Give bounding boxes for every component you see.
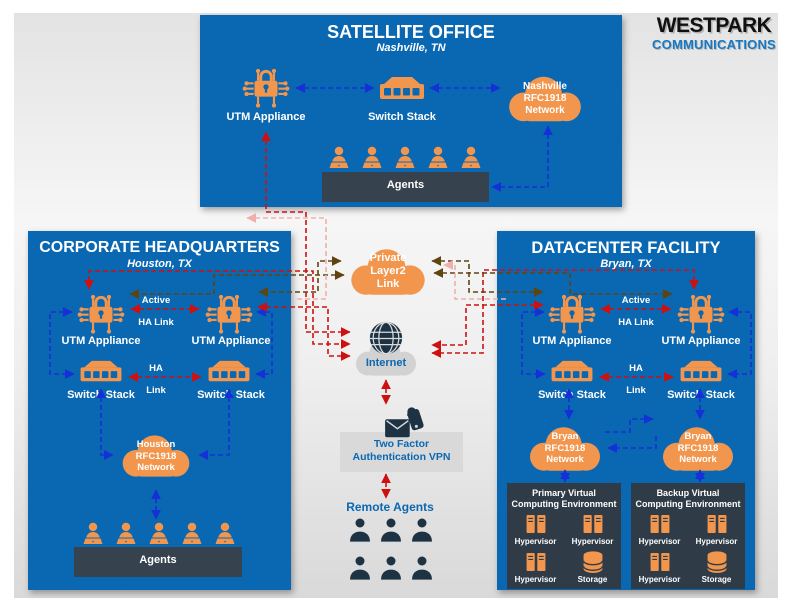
agent-icon xyxy=(390,144,420,172)
agents-desk: Agents xyxy=(74,547,242,577)
remote-agent-icon xyxy=(378,555,404,580)
backup-vce-box: Backup Virtual Computing Environment Hyp… xyxy=(631,483,745,589)
agent-icon xyxy=(357,144,387,172)
ha-link-label: Link xyxy=(626,385,646,396)
satellite-subtitle: Nashville, TN xyxy=(376,42,446,54)
utm-appliance-icon xyxy=(203,289,255,335)
vce-item: Hypervisor xyxy=(507,550,564,588)
remote-agent-icon xyxy=(347,555,373,580)
remote-agent-icon xyxy=(409,555,435,580)
switch-stack-label: Switch Stack xyxy=(368,111,436,123)
ha-link-label: Link xyxy=(146,385,166,396)
satellite-title: SATELLITE OFFICE xyxy=(327,22,495,42)
agents-row xyxy=(78,520,240,548)
two-factor-label: Authentication VPN xyxy=(352,451,451,463)
switch-stack-icon xyxy=(77,359,125,385)
hypervisor-icon xyxy=(704,512,730,536)
utm-appliance-label: UTM Appliance xyxy=(61,335,141,347)
brand-tagline: COMMUNICATIONS xyxy=(652,37,776,52)
storage-icon xyxy=(580,550,606,574)
vce-item: Hypervisor xyxy=(564,512,621,550)
globe-icon xyxy=(367,319,405,357)
backup-vce-title: Backup Virtual Computing Environment xyxy=(635,488,741,509)
agents-label: Agents xyxy=(139,554,177,566)
agents-label: Agents xyxy=(386,179,425,191)
corporate-hq-panel: CORPORATE HEADQUARTERS Houston, TX UTM A… xyxy=(28,231,291,590)
datacenter-panel: DATACENTER FACILITY Bryan, TX UTM Applia… xyxy=(497,231,755,590)
switch-stack-icon xyxy=(677,359,725,385)
dc-subtitle: Bryan, TX xyxy=(600,258,652,270)
hypervisor-icon xyxy=(647,550,673,574)
houston-network-cloud-label: Houston RFC1918 Network xyxy=(135,439,177,473)
agent-icon xyxy=(210,520,240,548)
nashville-network-cloud-label: Nashville RFC1918 Network xyxy=(523,81,567,116)
agent-icon xyxy=(144,520,174,548)
ha-link-label: HA xyxy=(629,363,643,374)
internet-label: Internet xyxy=(365,357,407,369)
utm-appliance-icon xyxy=(675,289,727,335)
agent-icon xyxy=(456,144,486,172)
hypervisor-icon xyxy=(523,512,549,536)
switch-stack-icon xyxy=(378,75,426,103)
two-factor-label: Two Factor xyxy=(373,438,430,450)
agent-icon xyxy=(78,520,108,548)
agent-icon xyxy=(324,144,354,172)
hypervisor-icon xyxy=(523,550,549,574)
active-ha-link-label: HA Link xyxy=(618,317,654,328)
switch-stack-label: Switch Stack xyxy=(197,389,265,401)
utm-appliance-icon xyxy=(75,289,127,335)
utm-appliance-label: UTM Appliance xyxy=(226,111,306,123)
vce-item: Storage xyxy=(564,550,621,588)
bryan-network-cloud-label: Bryan RFC1918 Network xyxy=(677,431,719,465)
remote-agents-row xyxy=(347,555,435,580)
two-factor-auth-icon xyxy=(383,406,427,442)
active-ha-link-label: Active xyxy=(621,295,651,306)
hq-title: CORPORATE HEADQUARTERS xyxy=(39,239,280,256)
agent-icon xyxy=(111,520,141,548)
utm-appliance-label: UTM Appliance xyxy=(661,335,741,347)
dc-title: DATACENTER FACILITY xyxy=(531,239,721,257)
primary-vce-grid: Hypervisor Hypervisor Hypervisor Storage xyxy=(507,512,621,588)
agent-icon xyxy=(177,520,207,548)
vce-item: Hypervisor xyxy=(631,550,688,588)
remote-agents-label: Remote Agents xyxy=(346,500,434,514)
two-factor-vpn-box: Two Factor Authentication VPN xyxy=(340,432,463,472)
ha-link-label: HA xyxy=(149,363,163,374)
switch-stack-icon xyxy=(205,359,253,385)
utm-appliance-icon xyxy=(546,289,598,335)
agent-icon xyxy=(423,144,453,172)
utm-appliance-label: UTM Appliance xyxy=(191,335,271,347)
vce-item: Hypervisor xyxy=(507,512,564,550)
storage-icon xyxy=(704,550,730,574)
utm-appliance-label: UTM Appliance xyxy=(532,335,612,347)
vce-item: Hypervisor xyxy=(688,512,745,550)
utm-appliance-icon xyxy=(240,63,292,109)
brand-name: WESTPARK xyxy=(656,14,772,37)
brand-logo: WESTPARK COMMUNICATIONS xyxy=(648,14,780,52)
active-ha-link-label: Active xyxy=(141,295,171,306)
remote-agent-icon xyxy=(378,517,404,542)
backup-vce-grid: Hypervisor Hypervisor Hypervisor Storage xyxy=(631,512,745,588)
switch-stack-icon xyxy=(548,359,596,385)
active-ha-link-label: HA Link xyxy=(138,317,174,328)
remote-agent-icon xyxy=(409,517,435,542)
primary-vce-title: Primary Virtual Computing Environment xyxy=(511,488,617,509)
bryan-network-cloud-label: Bryan RFC1918 Network xyxy=(544,431,586,465)
vce-item: Hypervisor xyxy=(631,512,688,550)
agents-row xyxy=(324,144,486,172)
agents-desk: Agents xyxy=(322,172,489,202)
hypervisor-icon xyxy=(580,512,606,536)
hq-subtitle: Houston, TX xyxy=(127,258,192,270)
satellite-office-panel: SATELLITE OFFICE Nashville, TN UTM Appli… xyxy=(200,15,622,207)
vce-item: Storage xyxy=(688,550,745,588)
layer2-cloud-label: Private Layer2 Link xyxy=(369,252,407,290)
primary-vce-box: Primary Virtual Computing Environment Hy… xyxy=(507,483,621,589)
remote-agent-icon xyxy=(347,517,373,542)
hypervisor-icon xyxy=(647,512,673,536)
remote-agents-row xyxy=(347,517,435,542)
